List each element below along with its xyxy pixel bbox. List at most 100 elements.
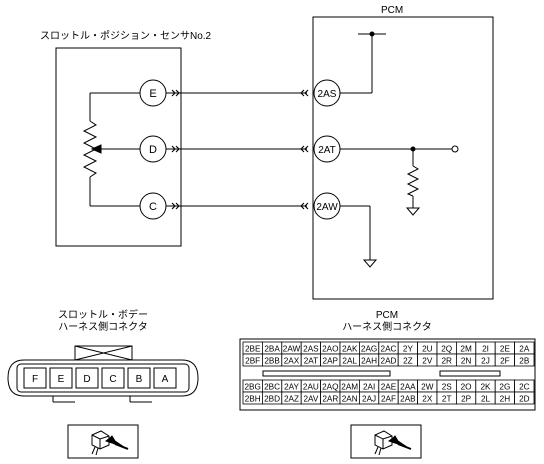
pcm-connector-cell: 2AJ <box>358 391 380 405</box>
pcm-connector-cell-label: 2S <box>442 383 453 392</box>
sensor-terminal-e-label: E <box>149 88 156 100</box>
pcm-connector-cell-label: 2AQ <box>322 383 338 392</box>
pcm-connector-cell: 2Z <box>397 353 419 367</box>
pcm-connector-cell-label: 2AZ <box>284 395 299 404</box>
pcm-connector-cell: 2K <box>475 379 496 393</box>
pcm-connector-cell: 2BA <box>261 341 283 355</box>
sensor-title: スロットル・ポジション・センサNo.2 <box>40 31 212 42</box>
pcm-connector-cell-label: 2BG <box>245 383 261 392</box>
pcm-supply-line <box>340 31 386 94</box>
pcm-signal-line <box>340 145 459 216</box>
pcm-connector-cell: 2AB <box>397 391 419 405</box>
pcm-connector-cell: 2G <box>494 379 516 393</box>
sensor-terminal-d: D <box>139 135 167 163</box>
pcm-connector-cell-label: 2K <box>480 383 491 392</box>
pcm-connector-cell-label: 2L <box>481 395 491 404</box>
pcm-terminal-2as-label: 2AS <box>318 89 337 100</box>
pcm-terminal-2at-label: 2AT <box>318 145 336 156</box>
sensor-connector-pin: A <box>153 367 177 389</box>
pcm-connector-cell: 2AY <box>281 379 302 393</box>
pcm-connector-cell-label: 2AV <box>303 395 318 404</box>
sensor-terminals: E D C <box>139 79 167 220</box>
sensor-connector-pin-label: A <box>162 374 169 385</box>
pcm-connector-cell-label: 2Q <box>441 345 452 354</box>
pcm-connector-cell-label: 2BD <box>264 395 280 404</box>
pcm-connector-cell-label: 2B <box>519 357 530 366</box>
pcm-connector-cell: 2AK <box>339 341 360 355</box>
pcm-connector-cell: 2AL <box>339 353 360 367</box>
sensor-connector-pin-label: B <box>136 374 143 385</box>
pcm-connector-cell-label: 2J <box>481 357 490 366</box>
pcm-connector-cell: 2AR <box>320 391 341 405</box>
sensor-connector-pin-label: C <box>109 374 116 385</box>
pcm-connector-cell: 2Y <box>397 341 419 355</box>
pcm-connector-cell: 2O <box>455 379 477 393</box>
pcm-connector-cell-label: 2D <box>519 395 530 404</box>
pcm-connector-cell: 2F <box>494 353 516 367</box>
pcm-connector-cell: 2V <box>417 353 438 367</box>
pcm-connector-cell-label: 2W <box>421 383 434 392</box>
pcm-terminal-2at: 2AT <box>313 135 341 163</box>
pcm-connector-cell: 2AM <box>339 379 360 393</box>
pcm-connector-cell-label: 2BH <box>245 395 261 404</box>
pcm-connector-cell-label: 2T <box>442 395 452 404</box>
plug-icon <box>374 430 412 456</box>
pcm-connector-cell: 2BG <box>242 379 263 393</box>
sensor-connector-pin: E <box>49 367 73 389</box>
pcm-connector-cell-label: 2BE <box>245 345 261 354</box>
pcm-connector-cell: 2P <box>455 391 477 405</box>
pcm-connector-cell-label: 2BA <box>264 345 280 354</box>
pcm-connector-cell: 2BF <box>242 353 263 367</box>
sensor-connector-pin: F <box>23 367 47 389</box>
pcm-connector-cell-label: 2AI <box>363 383 375 392</box>
pcm-connector-cell: 2AW <box>281 341 302 355</box>
sensor-connector-pin-label: F <box>32 374 38 385</box>
pcm-connector-cell: 2A <box>514 341 535 355</box>
pcm-connector-cell-label: 2AL <box>342 357 357 366</box>
pcm-connector-cell: 2H <box>494 391 516 405</box>
pcm-terminals: 2AS 2AT 2AW <box>313 79 341 220</box>
pcm-connector-cell-label: 2BB <box>264 357 280 366</box>
pcm-connector-cell-label: 2A <box>519 345 530 354</box>
sensor-connector-pin: B <box>127 367 151 389</box>
pcm-connector-cell: 2W <box>417 379 438 393</box>
pcm-connector-cell-label: 2AK <box>342 345 358 354</box>
pcm-connector-cell-label: 2AO <box>322 345 338 354</box>
pcm-title: PCM <box>381 5 404 16</box>
pcm-connector-cell-label: 2F <box>500 357 510 366</box>
pcm-connector-cell-label: 2M <box>460 345 472 354</box>
pcm-connector-cell: 2AG <box>358 341 380 355</box>
pcm-connector-cell-label: 2V <box>422 357 433 366</box>
sensor-connector-caption-2: ハーネス側コネクタ <box>58 322 148 333</box>
pcm-connector-cell-label: 2BF <box>245 357 260 366</box>
pcm-connector-cell: 2AV <box>300 391 322 405</box>
pcm-connector-cell: 2I <box>475 341 496 355</box>
sensor-terminal-e: E <box>139 79 167 107</box>
pcm-connector-cell-label: 2AT <box>304 357 318 366</box>
sensor-terminal-c: C <box>139 192 167 220</box>
pcm-connector-cell-label: 2AG <box>361 345 377 354</box>
pcm-connector-cell-label: 2AH <box>361 357 377 366</box>
pcm-connector-cell: 2BH <box>242 391 263 405</box>
pcm-connector-cell: 2T <box>436 391 457 405</box>
pcm-connector-cell-label: 2BC <box>264 383 280 392</box>
pcm-connector-slots <box>262 370 501 377</box>
pcm-connector-cell: 2X <box>417 391 438 405</box>
pcm-connector-cell: 2AO <box>320 341 341 355</box>
pcm-connector-cell-label: 2AC <box>381 345 397 354</box>
pcm-connector-cell-label: 2AF <box>381 395 396 404</box>
pcm-connector-cell-label: 2AA <box>400 383 416 392</box>
pcm-connector-cell-label: 2R <box>441 357 452 366</box>
pcm-connector-caption-2: ハーネス側コネクタ <box>342 322 432 333</box>
pcm-connector-cell: 2AH <box>358 353 380 367</box>
pcm-connector-cell-label: 2AP <box>323 357 339 366</box>
pcm-connector-cell: 2Q <box>436 341 457 355</box>
sensor-box <box>55 47 182 247</box>
pcm-connector-cell: 2D <box>514 391 535 405</box>
pcm-connector-cell-label: 2AM <box>341 383 358 392</box>
sensor-connector-pin: D <box>75 367 99 389</box>
pcm-connector-cell-label: 2H <box>500 395 511 404</box>
pcm-box <box>312 16 494 300</box>
